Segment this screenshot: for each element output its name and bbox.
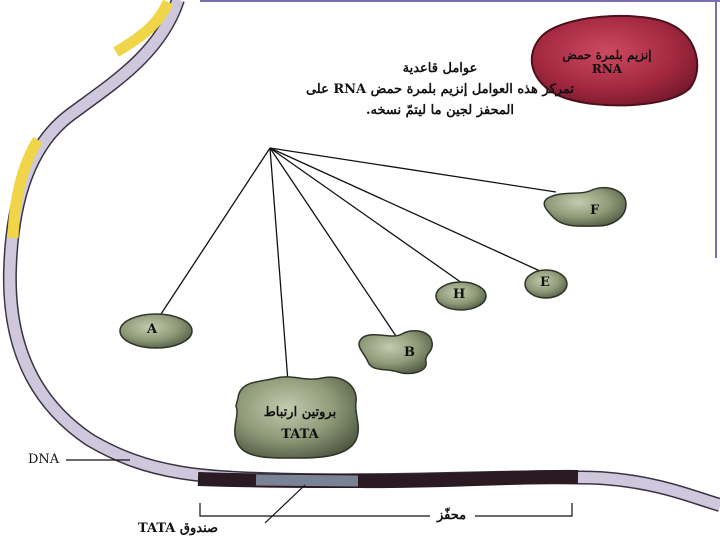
factor-b-blob bbox=[359, 331, 432, 374]
promoter-bracket bbox=[200, 503, 572, 516]
promoter-region bbox=[198, 477, 578, 481]
tata-box-label: صندوق TATA bbox=[138, 521, 218, 536]
tata-binding-protein-label: بروتين ارتباط TATA bbox=[240, 402, 360, 446]
tata-box-segment bbox=[256, 480, 358, 481]
tata-box-pointer bbox=[265, 485, 305, 523]
factor-e-label: E bbox=[540, 275, 550, 290]
factor-f-label: F bbox=[590, 203, 599, 218]
promoter-label: محفّز bbox=[437, 508, 466, 523]
factor-a-label: A bbox=[147, 322, 157, 337]
caption-line-2: تمركز هذه العوامل إنزيم بلمرة حمض RNA عل… bbox=[280, 79, 600, 100]
dna-label: DNA bbox=[28, 452, 59, 467]
factor-h-label: H bbox=[453, 287, 465, 302]
rna-polymerase-label: إنزيم بلمرة حمض RNA bbox=[552, 48, 662, 76]
tbp-label-line-1: بروتين ارتباط bbox=[240, 402, 360, 424]
factor-f-blob bbox=[544, 188, 626, 226]
caption-line-3: المحفز لجين ما ليتمّ نسخه. bbox=[280, 100, 600, 121]
factor-b-label: B bbox=[404, 345, 415, 360]
connector-lines bbox=[161, 148, 556, 382]
tbp-label-line-2: TATA bbox=[240, 424, 360, 446]
